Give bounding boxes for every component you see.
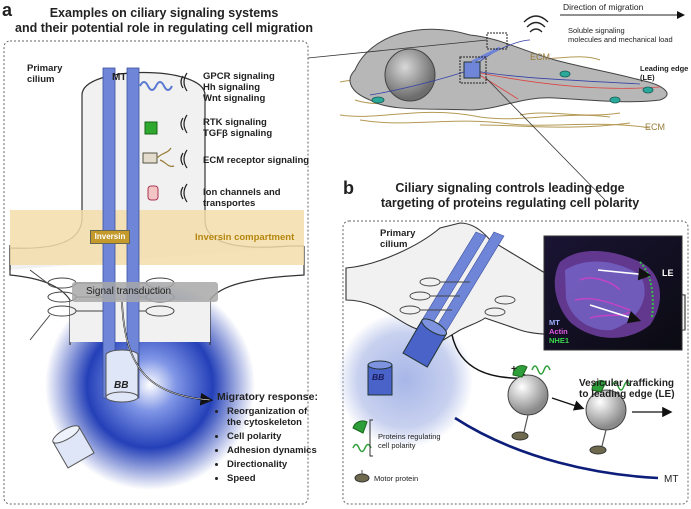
ecm-receptor-icon [142,152,158,164]
wnt-signaling: Wnt signaling [203,93,266,104]
motor-1 [511,431,529,441]
panel-b-basal-body [402,318,448,368]
legend-protein-icon-2 [352,443,372,453]
soluble-signal-waves [523,15,549,33]
plus-label: + [511,364,517,375]
primary-cilium-line1: Primary [27,63,63,74]
vesicle-1-protein [512,364,528,378]
micro-actin-label: Actin [549,327,568,336]
ecm-receptor-signaling: ECM receptor signaling [203,155,310,166]
panel-a-title-line1: Examples on ciliary signaling systems [49,6,279,20]
soluble-line2: molecules and mechanical load [568,35,673,44]
rtk-signaling: RTK signaling [203,117,267,128]
panel-b-title-line2: targeting of proteins regulating cell po… [380,196,640,210]
proteins-line2: cell polarity [378,441,416,450]
pocket-fill [70,300,210,342]
panel-b-primary-cilium: Primary cilium [380,228,415,250]
signal-transduction-bar [72,282,218,302]
transportes: transportes [203,198,256,209]
direction-label: Direction of migration [563,2,644,12]
focal-adhesions [371,70,654,104]
inversin-band [10,210,304,265]
panel-b-bb-label: BB [372,372,385,382]
mt-track [454,416,659,480]
signal-group-ion: Ion channels and transportes [203,187,281,209]
hh-signaling: Hh signaling [203,82,260,93]
panel-a-letter: a [2,0,13,20]
panel-b-daughter-centriole [367,360,393,396]
micro-mt-label: MT [549,318,560,327]
vesicle-arrow [551,397,585,411]
ion-channel-icon [147,185,159,201]
migratory-item: Cell polarity [227,431,317,442]
rtk-icon [144,121,158,135]
daughter-centriole [52,425,95,469]
panel-b-title-line1: Ciliary signaling controls leading edge [395,181,625,195]
ecm-top-label: ECM [530,52,550,62]
vesicular-line2: to leading edge (LE) [579,389,675,400]
mt-label: MT [112,72,127,83]
proteins-label: Proteins regulating cell polarity [378,432,441,450]
migratory-item: Reorganization of the cytoskeleton [227,406,317,428]
migratory-title: Migratory response: [217,391,318,403]
micrograph-arrow-2 [589,304,642,324]
signal-waves [180,72,188,203]
tgfb-signaling: TGFβ signaling [203,128,273,139]
inversin-compartment-label: Inversin compartment [195,232,295,243]
panel-b-title: Ciliary signaling controls leading edge … [360,181,660,211]
panel-a-title: Examples on ciliary signaling systems an… [14,6,314,36]
motor-protein-label: Motor protein [374,474,419,483]
signal-group-gpcr: GPCR signaling Hh signaling Wnt signalin… [203,71,275,104]
leading-edge-line1: Leading edge [640,64,689,73]
proteins-line1: Proteins regulating [378,432,441,441]
zoom-box-centrosome [459,56,487,84]
leading-edge-line2: (LE) [640,73,655,82]
primary-cilium-line2: cilium [27,74,55,85]
centrosome [463,61,481,79]
panel-a-title-line2: and their potential role in regulating c… [15,21,313,35]
motor-2 [589,445,607,455]
legend-protein-icon-1 [352,420,368,434]
panel-b-fibres [399,277,516,317]
inversin-box: Inversin [90,230,130,244]
gpcr-icon [139,81,173,91]
ion-channels: Ion channels and [203,187,281,198]
panel-b-letter: b [343,178,354,198]
soluble-label: Soluble signaling molecules and mechanic… [568,26,673,44]
vesicle-1 [507,374,549,416]
zoom-box-cilium [486,32,508,50]
vesicular-label: Vesicular trafficking to leading edge (L… [579,378,675,400]
ecm-bottom-label: ECM [645,122,665,132]
bb-label: BB [114,380,129,391]
signal-group-rtk: RTK signaling TGFβ signaling [203,117,272,139]
migratory-list: Reorganization of the cytoskeleton Cell … [217,406,317,487]
panel-b-mt-label: MT [664,474,679,485]
leading-edge-label: Leading edge (LE) [640,64,688,82]
panel-b-primary-line2: cilium [380,239,408,250]
vesicular-line1: Vesicular trafficking [579,378,675,389]
micro-nhe1-label: NHE1 [549,336,570,345]
soluble-line1: Soluble signaling [568,26,625,35]
signal-transduction-label: Signal transduction [86,286,172,297]
cell-nucleus [384,48,436,102]
migratory-item: Speed [227,473,317,484]
micro-le-label: LE [662,268,674,278]
basal-body [105,391,139,403]
primary-cilium-label: Primary cilium [27,63,62,85]
migratory-item: Adhesion dynamics [227,445,317,456]
panel-b-primary-line1: Primary [380,228,416,239]
panel-a-frame [3,40,309,505]
legend-motor-icon [354,473,370,483]
migratory-item: Directionality [227,459,317,470]
gpcr-signaling: GPCR signaling [203,71,275,82]
micrograph-arrow-1 [597,267,652,281]
